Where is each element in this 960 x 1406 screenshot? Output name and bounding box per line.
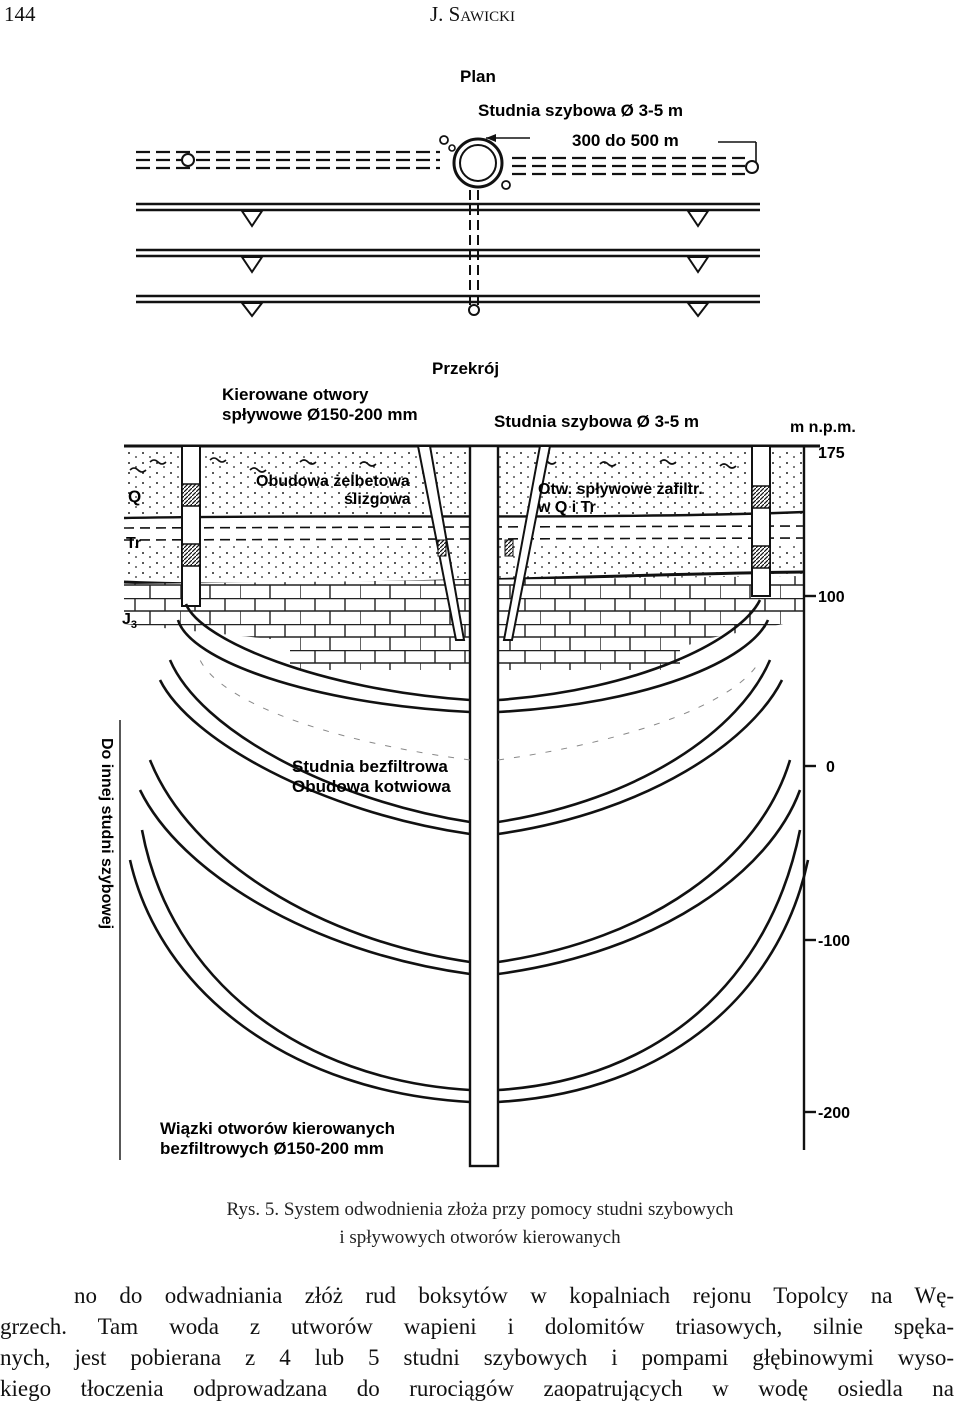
section-title: Przekrój (432, 359, 499, 378)
elev-minus-100: -100 (818, 933, 850, 950)
plan-distance-label: 300 do 500 m (572, 131, 679, 150)
elevation-scale (802, 444, 816, 1150)
body-line-4: kiego tłoczenia odprowadzana do rurociąg… (0, 1376, 954, 1401)
bundles-label-2: bezfiltrowych Ø150-200 mm (160, 1139, 384, 1158)
figure-dewatering-system: Plan Studnia szybowa Ø 3-5 m 300 do 500 … (98, 67, 856, 1168)
plan-shaft-label: Studnia szybowa Ø 3-5 m (478, 101, 683, 120)
right-drain-well (751, 445, 771, 597)
lining-label-1: Obudowa żelbetowa (256, 473, 410, 490)
elevation-unit-label: m n.p.m. (790, 419, 856, 436)
caption-line-1: Rys. 5. System odwodnienia złoża przy po… (226, 1199, 734, 1220)
caption-line-2: i spływowych otworów kierowanych (339, 1227, 621, 1248)
central-shaft (416, 444, 552, 1168)
layer-j3-label: J3 (122, 611, 137, 631)
plan-dashed-lines (136, 150, 745, 176)
body-line-1: no do odwadniania złóż rud boksytów w ko… (74, 1283, 954, 1308)
layer-tr-label: Tr (126, 535, 141, 552)
directed-holes-label-2: spływowe Ø150-200 mm (222, 405, 418, 424)
lining-label-2: ślizgowa (344, 491, 411, 508)
figure-caption: Rys. 5. System odwodnienia złoża przy po… (0, 1196, 960, 1252)
page-number: 144 (4, 2, 36, 26)
elev-175: 175 (818, 445, 845, 462)
left-drain-well (181, 445, 201, 607)
bundles-label-1: Wiązki otworów kierowanych (160, 1119, 395, 1138)
body-line-3: nych, jest pobierana z 4 lub 5 studni sz… (0, 1345, 954, 1370)
directed-hole-bundles (128, 599, 810, 1104)
elev-0: 0 (826, 759, 835, 776)
section-shaft-label: Studnia szybowa Ø 3-5 m (494, 412, 699, 431)
unfiltered-label-2: Obudowa kotwiowa (292, 777, 451, 796)
drain-label-2: w Q i Tr (537, 499, 596, 516)
unfiltered-label-1: Studnia bezfiltrowa (292, 757, 448, 776)
other-shaft-vertical-label: Do innej studni szybowej (98, 738, 115, 929)
body-paragraph: no do odwadniania złóż rud boksytów w ko… (0, 1280, 954, 1404)
plan-title: Plan (460, 67, 496, 86)
directed-holes-label-1: Kierowane otwory (222, 385, 369, 404)
layer-q-label: Q (128, 487, 141, 506)
body-line-2: grzech. Tam woda z utworów wapieni i dol… (0, 1314, 954, 1339)
running-header-author: J. Sawicki (430, 2, 515, 26)
drain-label-1: Otw. spływowe zafiltr. (538, 481, 703, 498)
elev-minus-200: -200 (818, 1105, 850, 1122)
elev-100: 100 (818, 589, 845, 606)
